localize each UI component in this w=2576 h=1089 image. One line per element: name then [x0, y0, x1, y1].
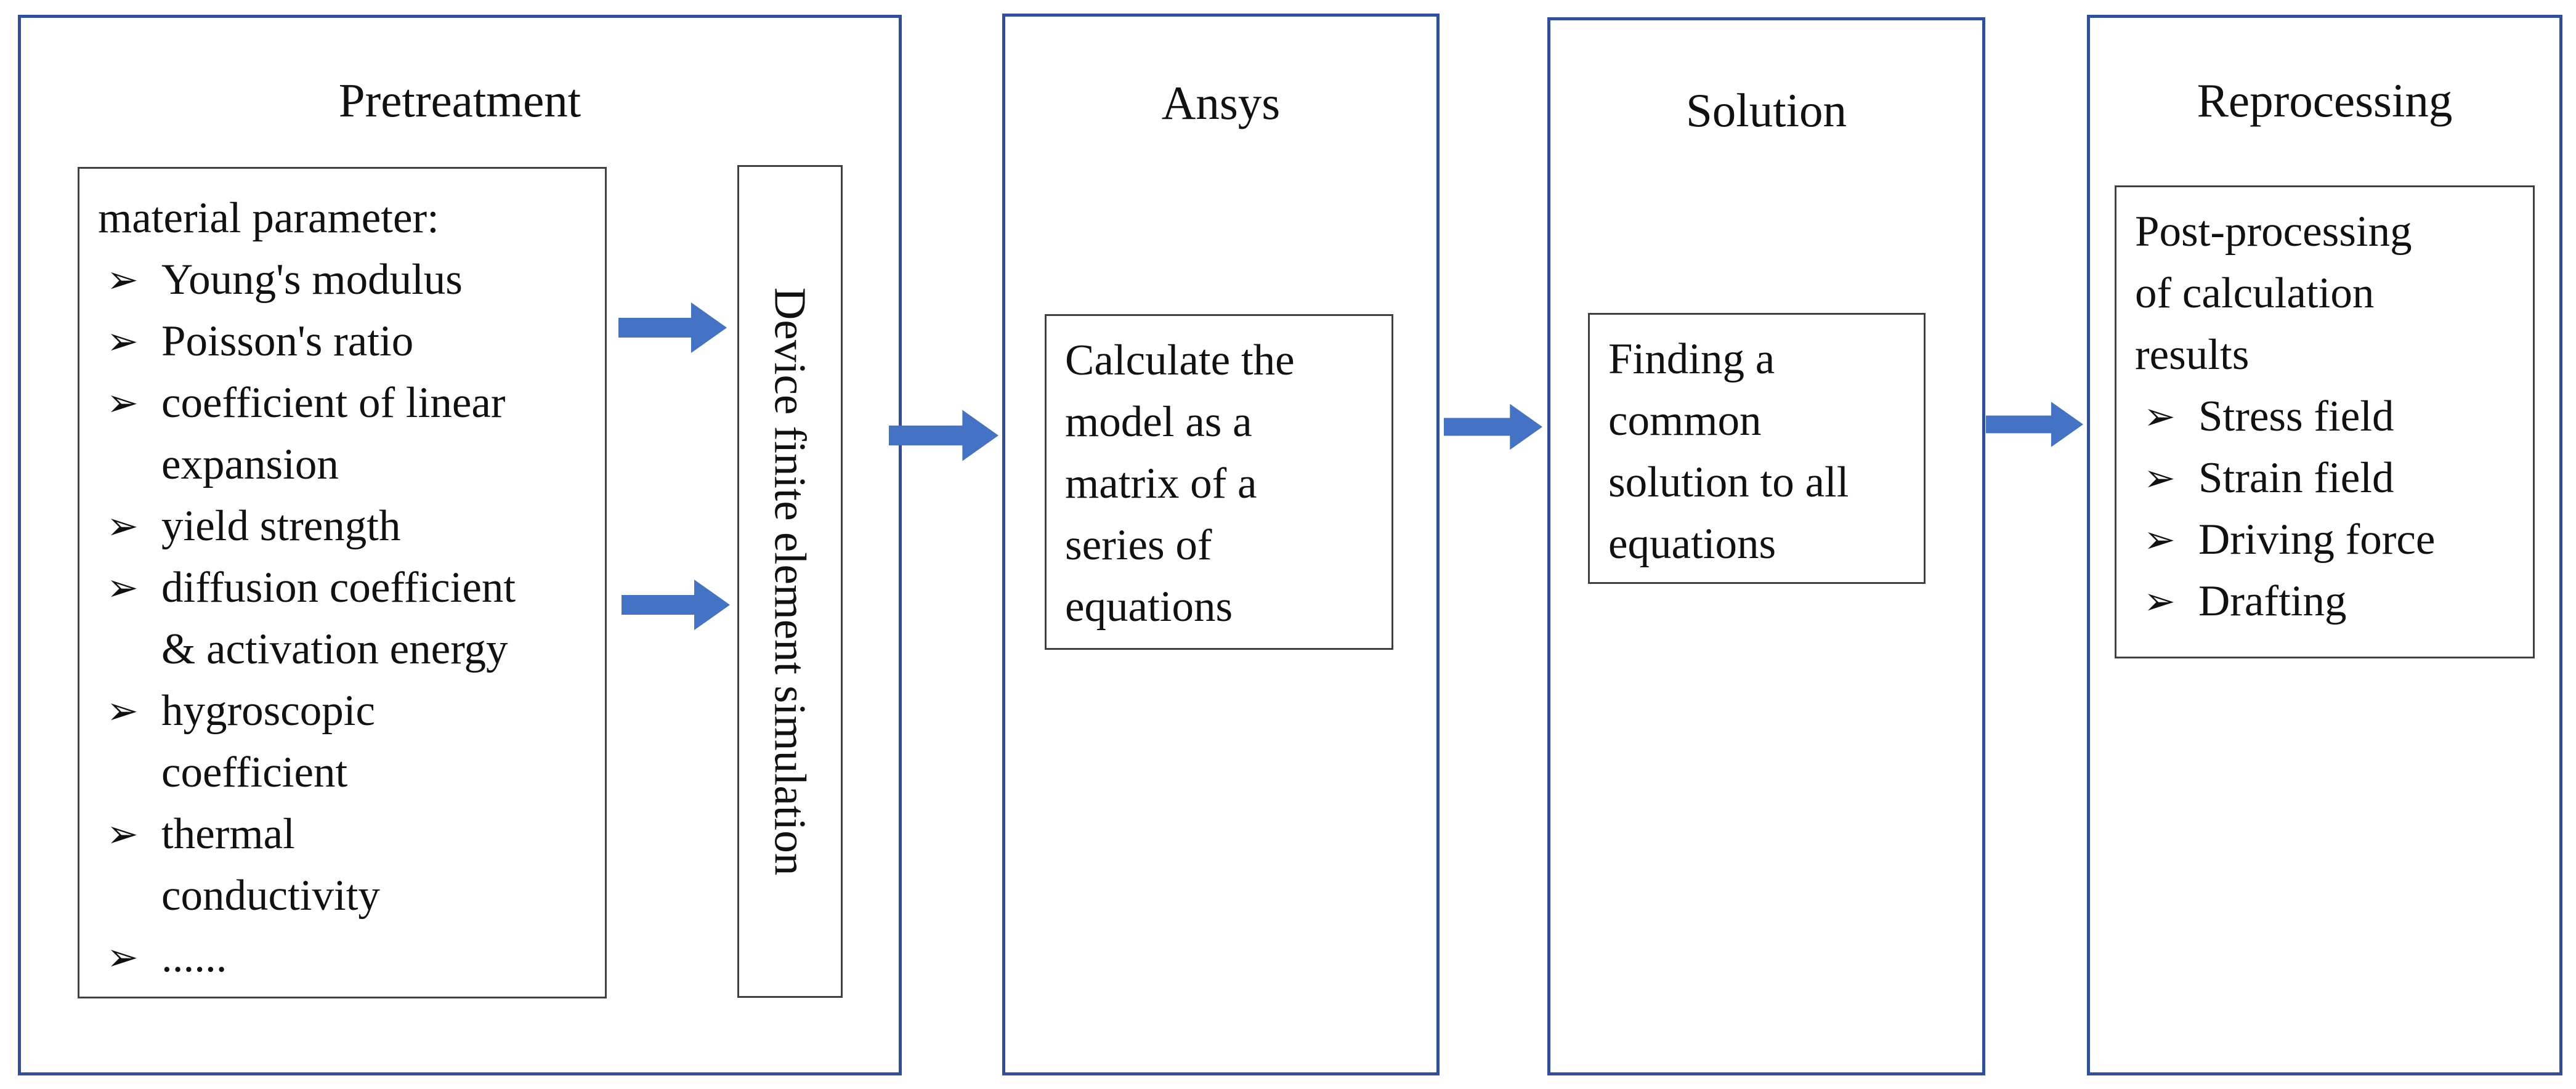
list-item: ➢ Poisson's ratio: [98, 310, 605, 372]
text-line: results: [2135, 331, 2250, 379]
ansys-title: Ansys: [1161, 76, 1281, 129]
text-line: Finding a: [1608, 335, 1775, 383]
material-parameter-list: ➢ Young's modulus ➢ Poisson's ratio ➢ coeffic…: [98, 249, 605, 988]
list-item: ➢ Stress field: [2135, 386, 2533, 447]
list-item-text: diffusion coefficient: [161, 564, 516, 612]
arrow-bullet-icon: ➢: [2144, 455, 2176, 500]
ansys-text: Calculate the model as a matrix of a series…: [1047, 316, 1391, 638]
arrow-right-icon: [1986, 402, 2083, 447]
ansys-panel: Ansys Calculate the model as a matrix of a…: [1002, 14, 1440, 1075]
list-item-text: hygroscopic: [161, 687, 376, 735]
list-item-text: Young's modulus: [161, 256, 463, 304]
material-parameter-heading: material parameter:: [98, 194, 439, 242]
list-item-text: yield strength: [161, 502, 401, 550]
text-line: Post-processing: [2135, 208, 2412, 256]
arrow-bullet-icon: ➢: [107, 688, 139, 733]
list-item-text: Drafting: [2198, 577, 2347, 625]
reprocessing-box: Post-processing of calculation results ➢ St…: [2115, 185, 2535, 658]
list-item-text: Driving force: [2198, 516, 2436, 564]
list-item-text: conductivity: [161, 872, 380, 920]
list-item-text: Stress field: [2198, 392, 2394, 440]
arrow-bullet-icon: ➢: [107, 318, 139, 363]
text-line: matrix of a: [1065, 459, 1257, 508]
reprocessing-heading: Post-processing of calculation results: [2135, 201, 2533, 386]
list-item: ➢ Strain field: [2135, 447, 2533, 509]
list-item-text: coefficient: [161, 748, 348, 796]
ansys-box: Calculate the model as a matrix of a series…: [1045, 314, 1393, 650]
arrow-bullet-icon: ➢: [107, 934, 139, 979]
reprocessing-title: Reprocessing: [2197, 74, 2453, 127]
reprocessing-list: ➢ Stress field ➢ Strain field ➢ Driving force…: [2135, 386, 2533, 632]
simulation-label: Device finite element simulation: [765, 287, 815, 876]
arrow-bullet-icon: ➢: [107, 565, 139, 610]
list-item: ➢ hygroscopic coefficient: [98, 680, 605, 803]
solution-title: Solution: [1685, 84, 1847, 137]
text-line: equations: [1065, 583, 1233, 631]
list-item: ➢ diffusion coefficient & activation energ…: [98, 557, 605, 680]
solution-panel: Solution Finding a common solution to all e…: [1547, 17, 1985, 1075]
text-line: of calculation: [2135, 269, 2375, 317]
list-item: ➢ yield strength: [98, 495, 605, 557]
text-line: equations: [1608, 520, 1776, 568]
text-line: model as a: [1065, 398, 1252, 446]
list-item-text: thermal: [161, 810, 295, 858]
text-line: common: [1608, 397, 1762, 445]
list-item-text: & activation energy: [161, 625, 508, 673]
arrow-right-icon: [1444, 403, 1542, 450]
list-item-text: Strain field: [2198, 454, 2394, 502]
list-item: ➢ thermal conductivity: [98, 803, 605, 926]
list-item: ➢......: [98, 926, 605, 988]
list-item-text: ......: [161, 933, 227, 981]
reprocessing-panel: Reprocessing Post-processing of calculati…: [2087, 15, 2562, 1075]
arrow-right-icon: [622, 580, 730, 630]
text-line: solution to all: [1608, 458, 1849, 506]
text-line: Calculate the: [1065, 336, 1295, 384]
list-item: ➢ Driving force: [2135, 509, 2533, 570]
arrow-bullet-icon: ➢: [107, 811, 139, 856]
list-item-text: Poisson's ratio: [161, 317, 414, 365]
pretreatment-title: Pretreatment: [338, 74, 581, 127]
simulation-box: Device finite element simulation: [737, 165, 843, 998]
arrow-bullet-icon: ➢: [2144, 578, 2176, 623]
list-item: ➢ Young's modulus: [98, 249, 605, 310]
solution-text: Finding a common solution to all equations: [1590, 315, 1924, 575]
list-item-text: expansion: [161, 440, 339, 488]
solution-box: Finding a common solution to all equations: [1588, 313, 1926, 584]
pretreatment-panel: Pretreatment material parameter: ➢ Young'…: [18, 15, 902, 1075]
material-parameter-box: material parameter: ➢ Young's modulus ➢ Poi…: [78, 167, 607, 998]
text-line: series of: [1065, 521, 1212, 569]
arrow-right-icon: [618, 302, 727, 353]
arrow-bullet-icon: ➢: [107, 503, 139, 548]
list-item: ➢ Drafting: [2135, 570, 2533, 632]
list-item-text: coefficient of linear: [161, 379, 506, 427]
arrow-bullet-icon: ➢: [2144, 517, 2176, 562]
list-item: ➢ coefficient of linear expansion: [98, 372, 605, 495]
arrow-bullet-icon: ➢: [107, 257, 139, 302]
arrow-right-icon: [889, 410, 998, 461]
arrow-bullet-icon: ➢: [2144, 394, 2176, 439]
arrow-bullet-icon: ➢: [107, 380, 139, 425]
